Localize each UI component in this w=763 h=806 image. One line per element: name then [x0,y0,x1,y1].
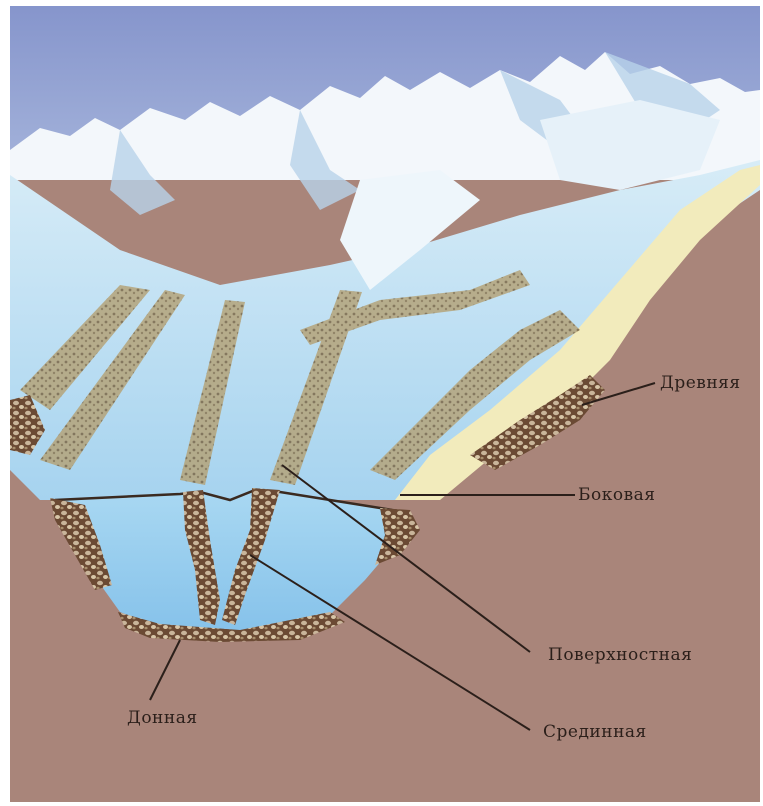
label-ancient-moraine: Древняя [660,373,741,393]
label-median-moraine: Срединная [543,722,647,742]
label-bottom-moraine: Донная [127,708,198,728]
label-surface-moraine: Поверхностная [548,645,692,665]
label-lateral-moraine: Боковая [578,485,656,505]
